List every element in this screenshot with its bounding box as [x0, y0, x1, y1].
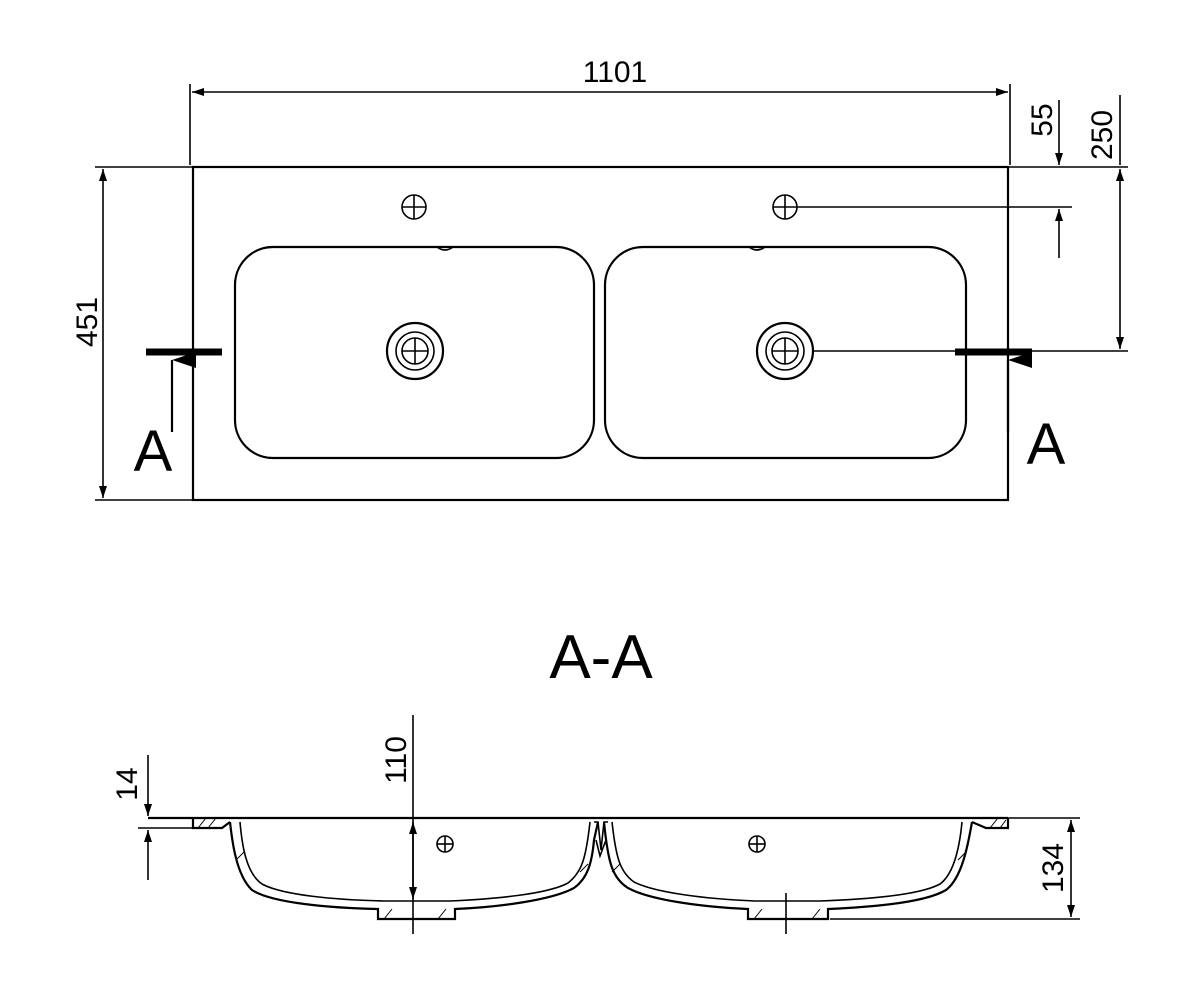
deck-thickness-dimension: 14 — [111, 755, 193, 880]
width-dimension: 1101 — [189, 56, 1011, 165]
left-drain-icon — [385, 321, 445, 381]
total-height-dimension: 134 — [830, 817, 1080, 920]
total-height-label: 134 — [1037, 843, 1070, 893]
deck-thickness-label: 14 — [111, 767, 144, 800]
basin-depth-label: 110 — [380, 736, 413, 784]
right-drain-icon — [755, 321, 815, 381]
right-section-letter: A — [1027, 412, 1066, 477]
countertop-outline — [191, 165, 1010, 502]
top-view: 1101 451 55 250 A — [71, 56, 1128, 502]
right-tap-hole-icon — [772, 194, 798, 220]
tap-offset-dimension: 55 — [797, 100, 1128, 258]
section-title: A-A — [549, 623, 653, 692]
drain-offset-dimension: 250 — [813, 95, 1128, 352]
left-section-mark: A — [134, 348, 222, 484]
depth-label: 451 — [71, 297, 104, 347]
tap-offset-label: 55 — [1026, 103, 1059, 136]
right-overflow-slot — [748, 246, 766, 251]
left-section-tap-icon — [436, 835, 454, 853]
right-section-tap-icon — [748, 835, 766, 853]
section-view: 14 110 134 — [111, 715, 1080, 934]
drain-offset-label: 250 — [1086, 110, 1119, 160]
left-basin-outline — [233, 245, 596, 460]
left-tap-hole-icon — [401, 194, 427, 220]
depth-dimension: 451 — [71, 166, 193, 501]
section-hatching — [197, 817, 1007, 920]
width-label: 1101 — [583, 56, 648, 89]
left-section-letter: A — [134, 419, 173, 484]
right-section-mark: A — [955, 348, 1066, 477]
right-basin-section — [602, 821, 974, 921]
left-overflow-slot — [436, 246, 454, 251]
left-basin-section — [228, 821, 600, 921]
basin-depth-dimension: 110 — [380, 736, 417, 899]
